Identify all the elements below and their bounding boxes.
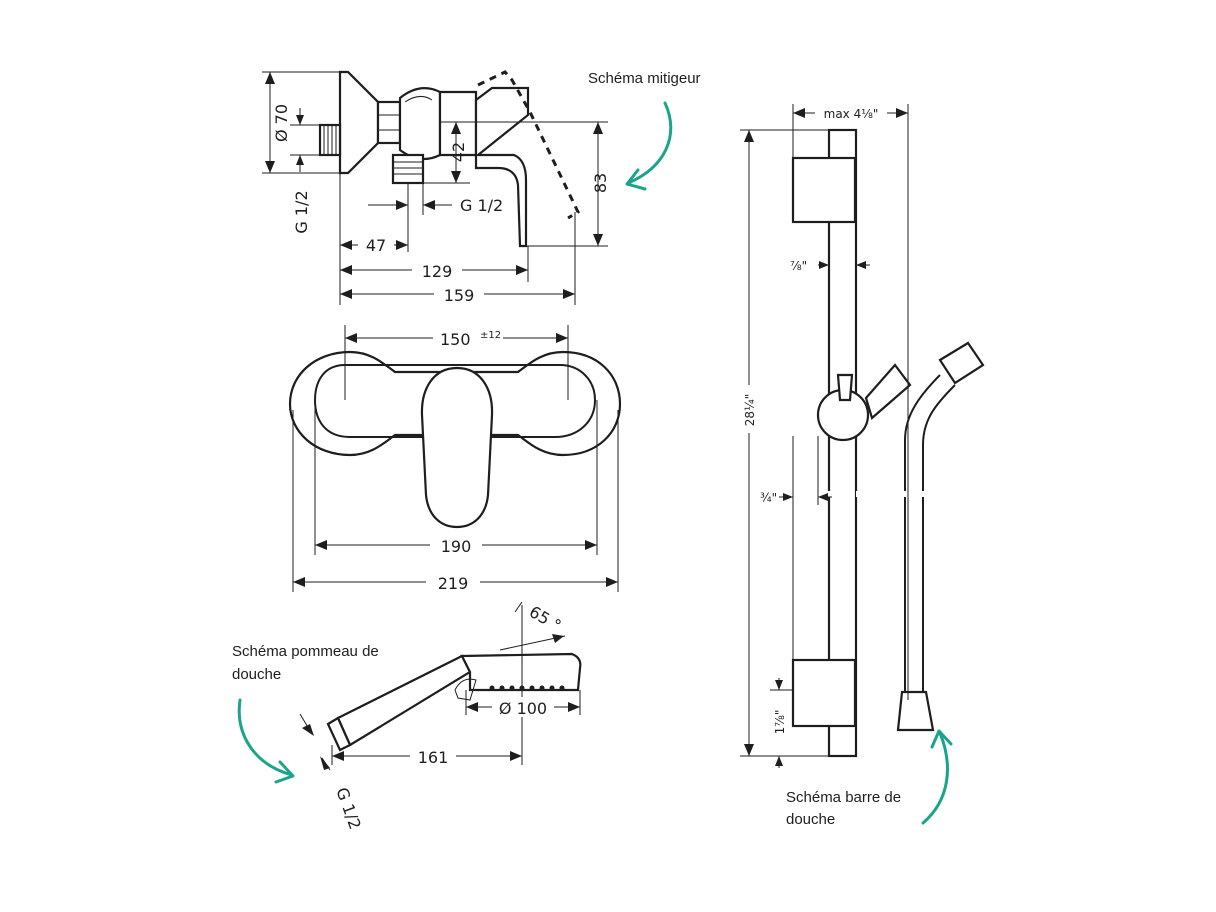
arrow-icon-handshower bbox=[237, 698, 295, 784]
mixer-dim-47: 47 bbox=[366, 236, 386, 255]
shower-bar-view: max 4⅛" ⅞" 28¼" ¾" 1⅞" bbox=[740, 103, 985, 768]
mixer-dim-diameter-70: Ø 70 bbox=[272, 104, 291, 142]
front-dim-190: 190 bbox=[441, 537, 472, 556]
bar-dim-34: ¾" bbox=[760, 491, 777, 505]
front-dim-219: 219 bbox=[438, 574, 469, 593]
bar-dim-178: 1⅞" bbox=[773, 710, 787, 735]
handshower-dim-length: 161 bbox=[418, 748, 449, 767]
caption-mixer: Schéma mitigeur bbox=[588, 70, 701, 87]
arrow-icon-bar bbox=[921, 729, 953, 825]
mixer-dim-thread-left: G 1/2 bbox=[292, 190, 311, 233]
mixer-dim-129: 129 bbox=[422, 262, 453, 281]
mixer-dim-83: 83 bbox=[591, 173, 610, 193]
mixer-dim-159: 159 bbox=[444, 286, 475, 305]
caption-bar-line1: Schéma barre de bbox=[786, 789, 901, 806]
handshower-dim-diameter: Ø 100 bbox=[499, 699, 547, 718]
caption-bar-line2: douche bbox=[786, 811, 835, 828]
handshower-dim-angle: 65 ° bbox=[526, 602, 564, 635]
handshower-dim-thread: G 1/2 bbox=[332, 785, 365, 832]
caption-handshower-line2: douche bbox=[232, 666, 281, 683]
bar-dim-78: ⅞" bbox=[790, 259, 807, 273]
mixer-front-view: 150 ±12 190 219 bbox=[288, 325, 622, 593]
mixer-dim-thread-right: G 1/2 bbox=[460, 196, 503, 215]
front-dim-150-tolerance: ±12 bbox=[480, 330, 501, 341]
arrow-icon-mixer bbox=[625, 101, 673, 191]
bar-dim-max: max 4⅛" bbox=[824, 107, 879, 121]
mixer-dim-42: 42 bbox=[449, 142, 468, 162]
caption-handshower-line1: Schéma pommeau de bbox=[232, 643, 379, 660]
handshower-view: 65 ° Ø 100 161 G 1/2 bbox=[299, 601, 582, 832]
front-dim-150: 150 bbox=[440, 330, 471, 349]
bar-dim-length: 28¼" bbox=[743, 394, 757, 426]
mixer-side-view: Ø 70 G 1/2 42 83 G 1/2 bbox=[262, 70, 610, 305]
